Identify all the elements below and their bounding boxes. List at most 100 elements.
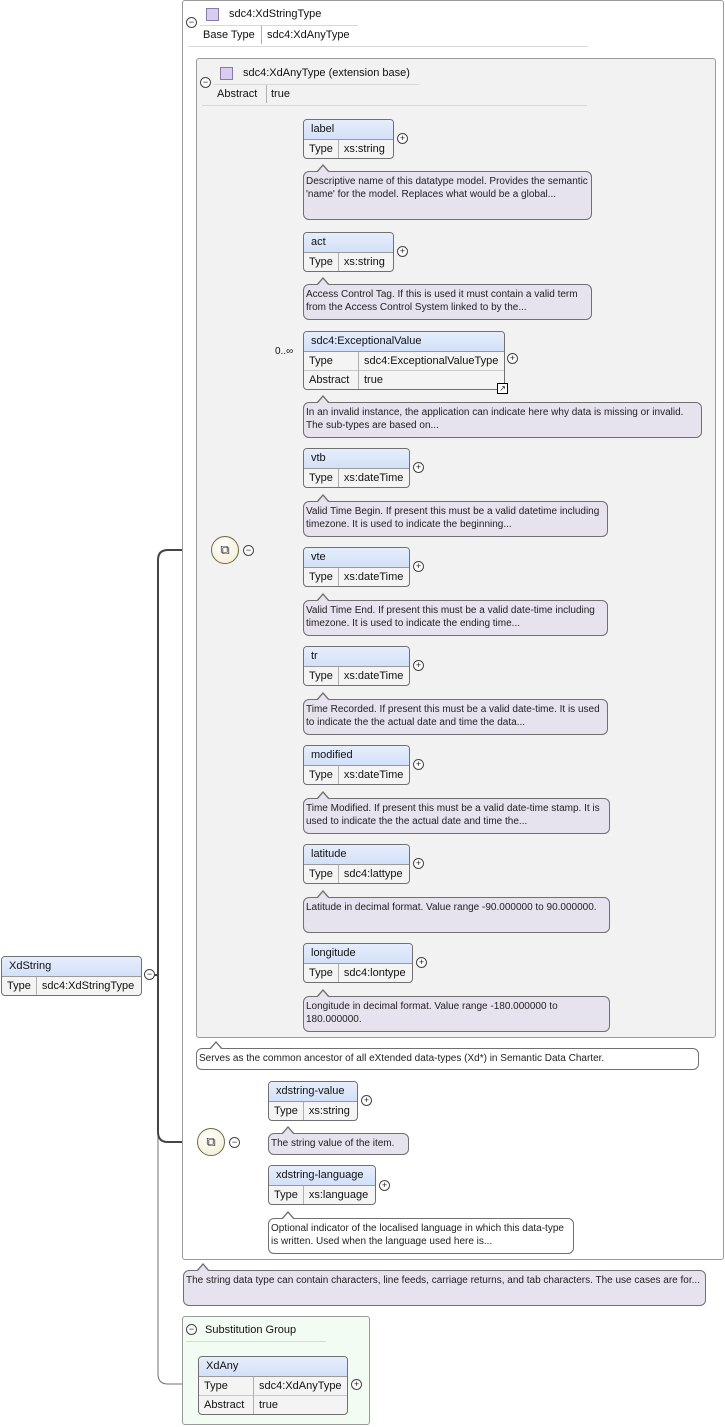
doc-note-vte: Valid Time End. If present this must be … <box>303 593 608 636</box>
expand-icon[interactable]: + <box>379 1180 390 1191</box>
type-key: Type <box>304 865 339 883</box>
abstract-value: true <box>253 1395 347 1414</box>
root-element-box[interactable]: XdString Type sdc4:XdStringType <box>1 956 142 996</box>
type-key: Type <box>304 140 339 158</box>
doc-note-modified: Time Modified. If present this must be a… <box>303 791 610 834</box>
base-type-key: Base Type <box>203 29 255 41</box>
type-key: Type <box>304 667 339 685</box>
type-key: Type <box>304 253 339 271</box>
doc-note-exceptionalvalue: In an invalid instance, the application … <box>303 395 702 438</box>
collapse-icon[interactable]: − <box>144 969 155 980</box>
element-name: latitude <box>304 845 409 865</box>
sequence-icon[interactable]: ⧉ <box>197 1128 225 1156</box>
type-value: xs:string <box>343 143 385 155</box>
collapse-icon[interactable]: − <box>200 77 211 88</box>
expand-icon[interactable]: + <box>351 1379 362 1390</box>
element-box-xdstring-language[interactable]: xdstring-language Type xs:language <box>268 1165 376 1205</box>
element-box-vte[interactable]: vte Type xs:dateTime <box>303 547 410 587</box>
type-value: xs:dateTime <box>343 769 404 781</box>
expand-icon[interactable]: + <box>361 1095 372 1106</box>
doc-note-xdstring-value: The string value of the item. <box>268 1126 409 1155</box>
doc-note-longitude: Longitude in decimal format. Value range… <box>303 989 610 1032</box>
expand-icon[interactable]: + <box>397 133 408 144</box>
element-box-modified[interactable]: modified Type xs:dateTime <box>303 745 410 785</box>
root-type-value: sdc4:XdStringType <box>41 980 135 992</box>
extension-name: sdc4:XdAnyType (extension base) <box>243 67 410 79</box>
type-value: sdc4:ExceptionalValueType <box>364 355 499 367</box>
element-box-xdstring-value[interactable]: xdstring-value Type xs:string <box>268 1081 358 1121</box>
arrow-link-icon[interactable]: ↗ <box>497 383 508 394</box>
element-name: vtb <box>304 449 409 469</box>
element-name: xdstring-value <box>269 1082 357 1102</box>
element-name: xdstring-language <box>269 1166 375 1186</box>
cardinality-label: 0..∞ <box>275 346 294 357</box>
element-box-latitude[interactable]: latitude Type sdc4:lattype <box>303 844 410 884</box>
type-key: Type <box>304 766 339 784</box>
expand-icon[interactable]: + <box>413 462 424 473</box>
type-value: xs:language <box>308 1189 369 1201</box>
element-name: longitude <box>304 944 412 964</box>
collapse-icon[interactable]: − <box>186 17 197 28</box>
base-type-value: sdc4:XdAnyType <box>267 29 350 41</box>
type-value: xs:dateTime <box>343 472 404 484</box>
abstract-value: true <box>271 88 290 100</box>
doc-note-act: Access Control Tag. If this is used it m… <box>303 277 592 320</box>
doc-note-xdstring-language: Optional indicator of the localised lang… <box>268 1211 574 1254</box>
element-box-exceptionalvalue[interactable]: sdc4:ExceptionalValue Type sdc4:Exception… <box>303 331 505 390</box>
expand-icon[interactable]: + <box>413 858 424 869</box>
element-name: label <box>304 120 393 140</box>
doc-note-latitude: Latitude in decimal format. Value range … <box>303 890 610 933</box>
type-value: sdc4:lontype <box>343 967 406 979</box>
doc-note-label: Descriptive name of this datatype model.… <box>303 164 592 220</box>
expand-icon[interactable]: + <box>507 353 518 364</box>
type-key: Type <box>304 469 339 487</box>
type-value: xs:string <box>308 1105 350 1117</box>
element-name: tr <box>304 647 409 667</box>
abstract-key: Abstract <box>304 370 359 389</box>
sequence-icon[interactable]: ⧉ <box>211 536 239 564</box>
type-key: Type <box>304 568 339 586</box>
abstract-value: true <box>358 370 504 389</box>
expand-icon[interactable]: + <box>416 957 427 968</box>
doc-note-xdstring: The string data type can contain charact… <box>183 1263 706 1306</box>
element-name: act <box>304 233 393 253</box>
element-box-tr[interactable]: tr Type xs:dateTime <box>303 646 410 686</box>
type-key: Type <box>269 1186 304 1204</box>
type-value: xs:string <box>343 256 385 268</box>
type-key: Type <box>304 964 339 982</box>
type-value: sdc4:XdAnyType <box>259 1380 342 1392</box>
type-key: Type <box>304 352 359 371</box>
element-box-act[interactable]: act Type xs:string <box>303 232 394 272</box>
substitution-group-title: Substitution Group <box>205 1324 297 1336</box>
type-value: xs:dateTime <box>343 571 404 583</box>
element-name: modified <box>304 746 409 766</box>
collapse-icon[interactable]: − <box>229 1137 240 1148</box>
expand-icon[interactable]: + <box>413 561 424 572</box>
collapse-icon[interactable]: − <box>186 1324 197 1335</box>
element-name: XdAny <box>199 1357 347 1377</box>
abstract-key: Abstract <box>217 88 258 100</box>
type-value: sdc4:lattype <box>343 868 403 880</box>
expand-icon[interactable]: + <box>413 660 424 671</box>
root-type-key: Type <box>2 977 37 995</box>
complex-type-icon <box>206 8 219 21</box>
type-key: Type <box>199 1377 254 1396</box>
complex-type-icon <box>220 67 233 80</box>
extension-frame <box>196 58 716 1038</box>
abstract-key: Abstract <box>199 1395 254 1414</box>
element-box-label[interactable]: label Type xs:string <box>303 119 394 159</box>
element-name: sdc4:ExceptionalValue <box>304 332 504 352</box>
element-box-vtb[interactable]: vtb Type xs:dateTime <box>303 448 410 488</box>
doc-note-xdany: Serves as the common ancestor of all eXt… <box>196 1041 699 1070</box>
collapse-icon[interactable]: − <box>243 545 254 556</box>
element-box-longitude[interactable]: longitude Type sdc4:lontype <box>303 943 413 983</box>
expand-icon[interactable]: + <box>413 759 424 770</box>
type-value: xs:dateTime <box>343 670 404 682</box>
complex-type-name: sdc4:XdStringType <box>229 8 322 20</box>
root-element-name: XdString <box>2 957 141 977</box>
element-name: vte <box>304 548 409 568</box>
doc-note-tr: Time Recorded. If present this must be a… <box>303 692 608 735</box>
type-key: Type <box>269 1102 304 1120</box>
expand-icon[interactable]: + <box>397 246 408 257</box>
